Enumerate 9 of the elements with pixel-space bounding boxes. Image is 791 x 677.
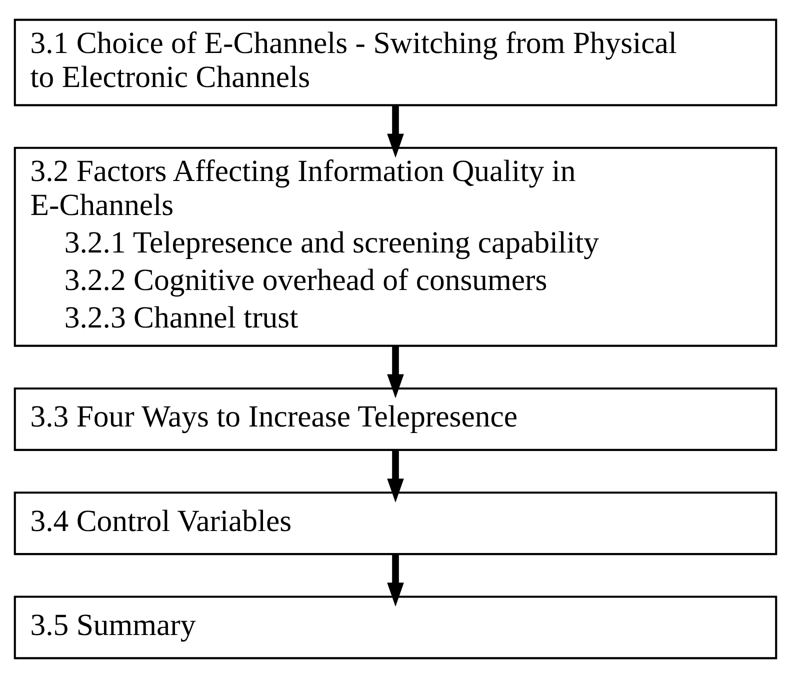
node-box: 3.1 Choice of E-Channels - Switching from Physical to Electronic Channels [14,18,778,106]
arrow [387,104,404,158]
node-box: 3.4 Control Variables [14,491,778,555]
arrow [387,450,404,502]
node-box: 3.3 Four Ways to Increase Telepresence [14,386,778,450]
arrow [387,345,404,398]
arrow [387,554,404,606]
node-box: 3.5 Summary [14,595,778,659]
node-box: 3.2 Factors Affecting Information Quality in E-Channels 3.2.1 Telepresence and screening capability 3.2.2 Cognitive overhead of consumers 3.2.3 Channel trust [14,146,778,346]
